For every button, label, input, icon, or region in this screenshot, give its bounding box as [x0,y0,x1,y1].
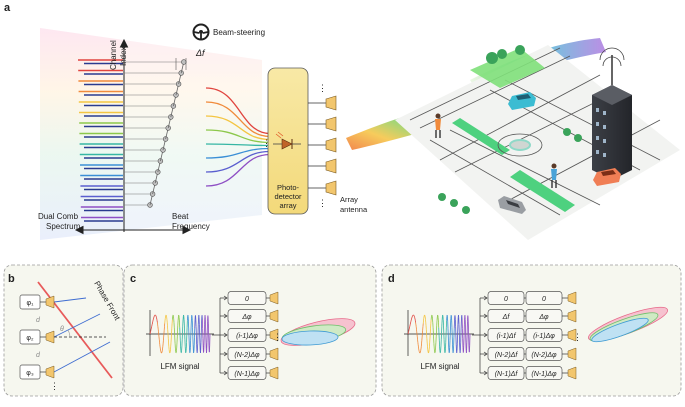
channel-index-label-1: Channel [109,40,118,70]
panel-d-ellipsis: ⋮ [573,332,582,342]
shifter-label: Δφ [241,314,252,321]
shifter-label: (N-2)Δf [495,352,519,359]
photodetector-label-3: array [279,201,296,210]
svg-text:⋮: ⋮ [318,198,327,208]
antenna-horn-icon [326,96,336,110]
delta-f-label: Δf [195,48,206,58]
antenna-horn-icon [326,138,336,152]
beat-freq-label-2: Frequency [172,222,210,231]
shifter-label: (i-1)Δφ [236,333,258,340]
lfm-signal-label-d: LFM signal [420,362,459,371]
antenna-horn-icon [326,117,336,131]
shifter-label: (i-1)Δφ [533,333,555,340]
shifter-label: Δφ [538,314,549,321]
svg-text:⋮: ⋮ [318,83,327,93]
panel-b-label: b [8,273,15,285]
panel-d-label: d [388,273,395,285]
array-antenna-label-2: antenna [340,205,368,214]
shifter-label: (N-2)Δφ [531,352,557,359]
shifter-label: (N-2)Δφ [234,352,260,359]
panel-a-label: a [4,2,11,14]
shifter-label: Δf [502,314,511,321]
shifter-label: (i-1)Δf [496,333,516,340]
shifter-label: 0 [245,296,249,303]
shifter-label: (N-1)Δφ [531,371,557,378]
panel-c-label: c [130,273,136,285]
phase-label: φ₂ [26,335,34,342]
beat-dot [181,60,186,65]
steering-wheel-icon [194,25,209,40]
channel-index-label-2: Index [119,46,128,66]
beat-freq-label-1: Beat [172,212,189,221]
photodetector-label-2: detector [274,192,302,201]
shifter-label: 0 [542,296,546,303]
antenna-horn-icon [326,181,336,195]
beam-steering-label: Beam-steering [213,28,265,37]
shifter-label: (N-1)Δφ [234,371,260,378]
shifter-label: 0 [504,296,508,303]
lfm-signal-label-c: LFM signal [160,362,199,371]
dual-comb-label-1: Dual Comb [38,212,79,221]
photodetector-label-1: Photo- [277,183,300,192]
antenna-array: ⋮⋮ [308,83,336,208]
array-antenna-label-1: Array [340,195,358,204]
shifter-label: (N-1)Δf [495,371,519,378]
antenna-horn-icon [326,159,336,173]
vertical-ellipsis: ⋮ [262,138,271,148]
dual-comb-label-2: Spectrum [46,222,81,231]
panel-b-ellipsis: ⋮ [50,381,59,391]
city-illustration [395,45,680,240]
phase-label: φ₃ [26,370,34,377]
theta-label: θ [60,326,64,333]
phase-label: φ₁ [27,300,35,307]
